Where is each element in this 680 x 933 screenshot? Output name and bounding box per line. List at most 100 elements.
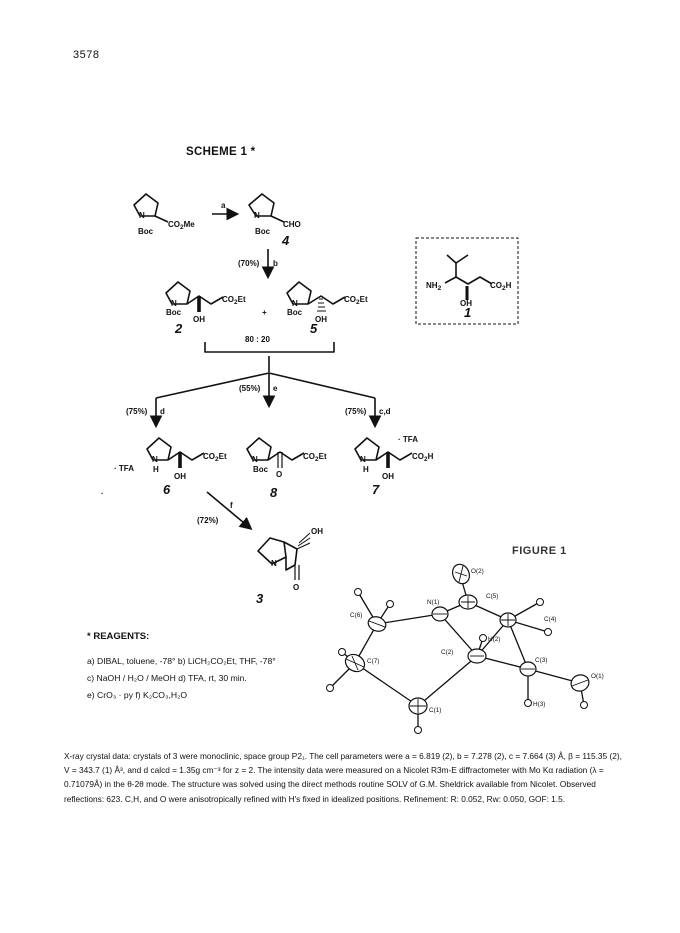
atom-c3: C(3) [535,657,547,664]
arrow-b-label: b [273,259,278,268]
c7-nh: H [363,465,369,474]
compound-8-number: 8 [270,485,278,500]
svg-text:CO2H: CO2H [412,452,434,463]
compound-1 [444,254,493,300]
compound-2 [165,281,224,312]
svg-text:CO2Et: CO2Et [303,452,327,463]
c6-n: N [152,455,158,464]
svg-text:CO2Et: CO2Et [203,452,227,463]
c7-h: H [428,452,434,461]
branch-lines [155,372,376,399]
c5-co: CO [344,295,356,304]
start-boc: Boc [138,227,154,236]
c5-et: Et [360,295,368,304]
atom-c4: C(4) [544,616,556,623]
f-yield: (72%) [197,516,219,525]
cd-yield: (75%) [345,407,367,416]
c6-tfa: · TFA [114,464,134,473]
svg-text:CO2Et: CO2Et [222,295,246,306]
svg-text:NH2: NH2 [426,281,442,292]
b-yield: (70%) [238,259,260,268]
compound-7-number: 7 [372,482,380,497]
compound-1-number: 1 [464,305,471,320]
compound-7 [354,437,413,468]
start-me: Me [184,220,196,229]
arrow-f-label: f [230,501,233,510]
c1-h: H [506,281,512,290]
compound-3 [257,532,311,580]
reagent-line-3: e) CrO₃ · py f) K₂CO₃,H₂O [87,690,188,700]
c4-cho: CHO [283,220,301,229]
c1-co: CO [490,281,502,290]
c3-o: O [293,583,299,592]
c2-et: Et [238,295,246,304]
c2-sub: 2 [234,299,238,306]
c8-n: N [252,455,258,464]
scheme-title: SCHEME 1 * [186,146,256,158]
reagents-title: * REAGENTS: [87,631,150,642]
stray-dot: · [101,489,104,498]
compound-4 [248,193,285,223]
reagent-line-2: c) NaOH / H₂O / MeOH d) TFA, rt, 30 min. [87,673,247,683]
reagent-line-1: a) DIBAL, toluene, -78° b) LiCH₂CO₂Et, T… [87,656,276,666]
c5-boc: Boc [287,308,303,317]
compound-4-number: 4 [281,233,290,248]
c1-nh-sub: 2 [438,285,442,292]
svg-text:CO2Et: CO2Et [344,295,368,306]
atom-c6: C(6) [350,612,362,619]
c7-oh: OH [382,472,394,481]
d-yield: (75%) [126,407,148,416]
atom-o2: O(2) [471,568,484,575]
ortep-structure [326,563,590,734]
svg-text:CO2Me: CO2Me [168,220,195,231]
page-number: 3578 [73,49,100,61]
c8-et: Et [319,452,327,461]
arrow-e-label: e [273,384,278,393]
c2-boc: Boc [166,308,182,317]
start-n: N [139,211,145,220]
c6-co: CO [203,452,215,461]
mixture-bracket [204,342,335,353]
arrow-d-label: d [160,407,165,416]
c6-oh: OH [174,472,186,481]
c8-o: O [276,470,282,479]
c2-n: N [171,299,177,308]
c1-sub: 2 [502,285,506,292]
c1-nh: NH [426,281,438,290]
c7-sub: 2 [424,456,428,463]
atom-h2: H(2) [488,636,500,643]
c4-boc: Boc [255,227,271,236]
arrow-f [206,491,253,531]
arrow-a-label: a [221,201,226,210]
c8-co: CO [303,452,315,461]
c4-n: N [254,211,260,220]
atom-h3: H(3) [533,701,545,708]
compound-1-box [415,237,519,325]
compound-5-number: 5 [310,321,318,336]
c3-n: N [271,559,277,568]
c1-oh: OH [460,299,472,308]
start-sub: 2 [180,224,184,231]
atom-c1: C(1) [429,707,441,714]
compound-8 [246,437,305,468]
compound-3-number: 3 [256,591,264,606]
compound-5 [286,281,346,312]
arrow-cd-label: c,d [379,407,391,416]
atom-o1: O(1) [591,673,604,680]
atom-c2: C(2) [441,649,453,656]
compound-6 [146,437,205,468]
c7-n: N [360,455,366,464]
c5-n: N [292,299,298,308]
c6-h: H [153,465,159,474]
c7-co: CO [412,452,424,461]
compound-2-number: 2 [174,321,183,336]
c8-boc: Boc [253,465,269,474]
c6-et: Et [219,452,227,461]
plus-sign: + [262,308,267,317]
e-yield: (55%) [239,384,261,393]
c7-tfa: · TFA [398,435,418,444]
figure-title: FIGURE 1 [512,545,567,557]
atom-n1: N(1) [427,599,439,606]
c8-sub: 2 [315,456,319,463]
